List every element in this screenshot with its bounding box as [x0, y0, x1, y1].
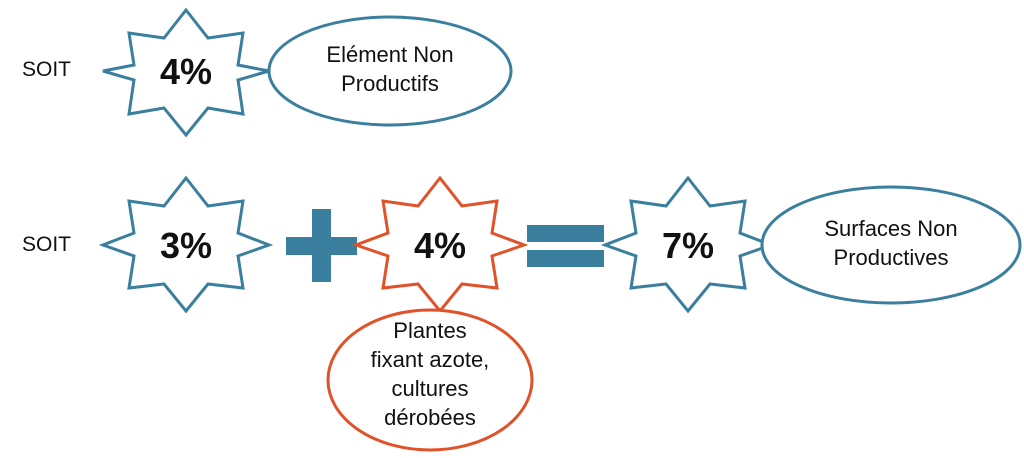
equals-sign — [527, 225, 604, 267]
row2-term2-bubble-text: Plantes fixant azote, cultures dérobées — [350, 316, 510, 432]
row2-result: 7% — [661, 225, 715, 266]
star-term1 — [98, 175, 274, 314]
bubble-row1 — [267, 15, 513, 127]
row2-term2: 4% — [413, 225, 467, 266]
star-row1 — [102, 7, 270, 138]
row1-prefix: SOIT — [22, 58, 72, 81]
term2-bubble-line: cultures — [391, 376, 469, 401]
row2-result-bubble-text: Surfaces Non Productives — [824, 216, 958, 270]
plus-sign — [286, 209, 357, 282]
star-result — [600, 175, 776, 314]
term2-bubble-line: fixant azote, — [370, 347, 490, 372]
row1-value: 4% — [159, 51, 213, 92]
row2-prefix: SOIT — [22, 233, 72, 256]
row1-bubble-text: Elément Non Productifs — [326, 42, 454, 96]
term2-bubble-line: Plantes — [393, 318, 467, 343]
term2-bubble-line: dérobées — [384, 405, 476, 430]
row2-term1: 3% — [159, 225, 213, 266]
bubble-term2 — [326, 308, 534, 452]
bubble-result — [760, 185, 1022, 305]
